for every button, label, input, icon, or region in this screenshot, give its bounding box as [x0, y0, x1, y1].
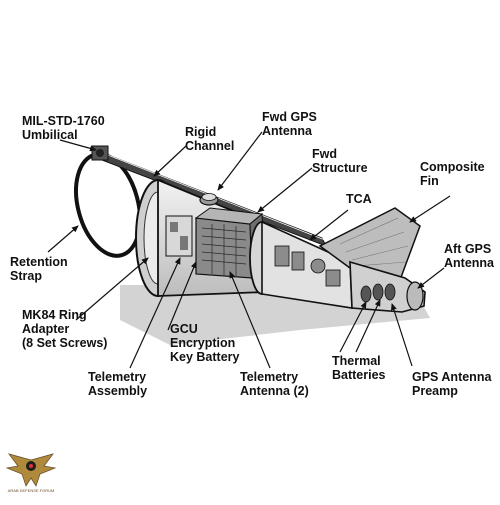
- eagle-emblem-icon: [5, 453, 57, 487]
- label-fwd-gps-antenna: Fwd GPS Antenna: [262, 110, 317, 138]
- label-gps-antenna-preamp: GPS Antenna Preamp: [412, 370, 492, 398]
- leader-lines: [47, 131, 451, 369]
- label-aft-gps-antenna: Aft GPS Antenna: [444, 242, 494, 270]
- label-retention-strap: Retention Strap: [10, 255, 68, 283]
- label-composite-fin: Composite Fin: [420, 160, 485, 188]
- watermark-text: ARAB DEFENSE FORUM: [7, 488, 55, 493]
- label-mk84-ring-adapter: MK84 Ring Adapter (8 Set Screws): [22, 308, 108, 350]
- label-rigid-channel: Rigid Channel: [185, 125, 235, 153]
- forum-watermark: ARAB DEFENSE FORUM: [4, 452, 58, 498]
- label-fwd-structure: Fwd Structure: [312, 147, 368, 175]
- label-gcu-encryption-key-battery: GCU Encryption Key Battery: [170, 322, 240, 364]
- label-tca: TCA: [346, 192, 372, 206]
- fwd-gps-antenna: [199, 193, 219, 206]
- tca-internals: [274, 245, 341, 287]
- aft-gps-antenna-ring: [406, 281, 424, 311]
- umbilical-connector: [91, 145, 109, 161]
- label-telemetry-antenna: Telemetry Antenna (2): [240, 370, 309, 398]
- telemetry-assembly-box: [165, 215, 193, 257]
- label-telemetry-assembly: Telemetry Assembly: [88, 370, 148, 398]
- label-thermal-batteries: Thermal Batteries: [332, 354, 386, 382]
- label-umbilical: MIL-STD-1760 Umbilical: [22, 114, 105, 142]
- thermal-batteries: [360, 283, 396, 303]
